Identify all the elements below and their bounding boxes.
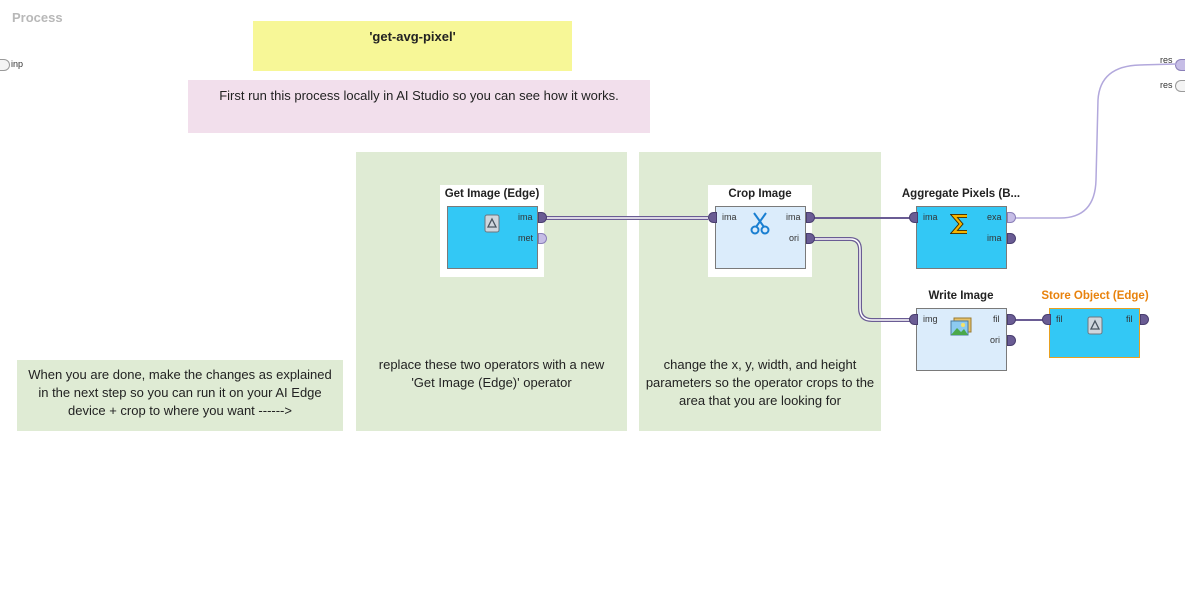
crop-image-port-ori[interactable] [806,233,815,244]
process-title: Process [12,10,63,25]
crop-image-title: Crop Image [728,188,792,200]
crop-image-operator[interactable] [715,206,806,269]
get-image-port-label-ima: ima [518,212,533,222]
result-port-1[interactable] [1175,59,1185,71]
process-input-port-label: inp [11,59,24,69]
store-object-port-label-in-fil: fil [1056,314,1063,324]
aggregate-pixels-port-label-in-ima: ima [923,212,938,222]
store-object-operator[interactable] [1049,308,1140,358]
store-object-port-in-fil[interactable] [1042,314,1051,325]
aggregate-pixels-port-label-exa: exa [987,212,1002,222]
process-input-port[interactable] [0,59,10,71]
aggregate-pixels-port-exa[interactable] [1007,212,1016,223]
write-image-port-label-in-img: img [923,314,938,324]
write-image-title: Write Image [928,290,994,302]
write-image-port-in-img[interactable] [909,314,918,325]
crop-image-port-ima[interactable] [806,212,815,223]
store-object-port-fil[interactable] [1140,314,1149,325]
crop-image-port-label-ima: ima [786,212,801,222]
aggregate-pixels-port-label-ima: ima [987,233,1002,243]
aggregate-pixels-port-ima[interactable] [1007,233,1016,244]
scissors-icon [750,212,770,235]
get-image-port-ima[interactable] [538,212,547,223]
wire-aggregate-to-result[interactable] [1012,63,1177,219]
get-image-port-label-met: met [518,233,534,243]
get-image-port-met[interactable] [538,233,547,244]
crop-image-port-in-ima[interactable] [708,212,717,223]
get-image-title: Get Image (Edge) [444,188,540,200]
write-image-port-fil[interactable] [1007,314,1016,325]
store-object-port-label-fil: fil [1126,314,1133,324]
write-image-port-ori[interactable] [1007,335,1016,346]
aggregate-pixels-port-in-ima[interactable] [909,212,918,223]
result-port-label-1: res [1160,55,1173,65]
result-port-2[interactable] [1175,80,1185,92]
edge-icon [1087,316,1103,335]
write-image-port-label-fil: fil [993,314,1000,324]
aggregate-pixels-title: Aggregate Pixels (B... [901,188,1021,200]
crop-image-port-label-ori: ori [789,233,800,243]
sigma-icon [950,214,967,234]
intro-note[interactable]: First run this process locally in AI Stu… [188,80,650,133]
write-image-port-label-ori: ori [990,335,1001,345]
wire-crop-to-write[interactable] [812,237,912,322]
edge-icon [484,214,500,233]
title-note[interactable]: 'get-avg-pixel' [253,21,572,71]
image-icon [950,317,972,336]
store-object-title: Store Object (Edge) [1041,290,1149,302]
crop-image-port-label-in-ima: ima [722,212,737,222]
result-port-label-2: res [1160,80,1173,90]
done-note[interactable]: When you are done, make the changes as e… [17,360,343,431]
